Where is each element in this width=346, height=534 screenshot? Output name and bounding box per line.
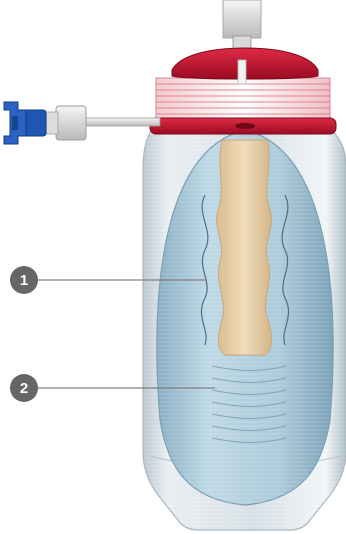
side-connector: [4, 102, 160, 144]
blue-luer-cap: [4, 102, 46, 144]
red-cap: [172, 48, 318, 84]
core-insert: [216, 140, 271, 355]
callout-2-number: 2: [20, 380, 28, 397]
bottle-neck: [150, 78, 336, 134]
callout-1-number: 1: [20, 272, 28, 289]
